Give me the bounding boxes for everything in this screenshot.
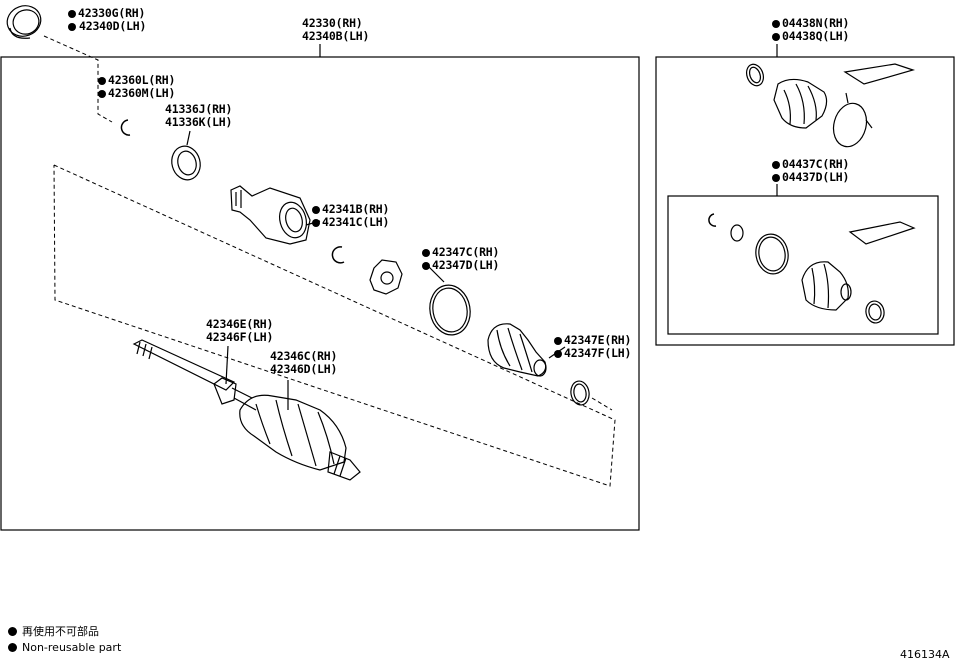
dust-deflector-lh-label: 41336K(LH) [165,115,233,129]
assembly-lh-label: 42340B(LH) [302,29,370,43]
inboard-kit-lh-label: 04437D(LH) [772,171,849,184]
small-clamp-lh-label: 42347F(LH) [554,347,631,360]
outboard-kit-frame [655,56,955,346]
inboard-snap-ring-rh-label: 42341B(RH) [312,203,389,216]
boot-clamp-lh-label: 42347D(LH) [422,259,499,272]
snap-ring-lh-label: 42360M(LH) [98,87,175,100]
outboard-boot-rh-label: 42346C(RH) [270,349,338,363]
boot-clamp-rh-label: 42347C(RH) [422,246,499,259]
assembly-frame [0,56,640,531]
shaft-lh-label: 42346F(LH) [206,330,274,344]
small-clamp-rh-label: 42347E(RH) [554,334,631,347]
outer-dust-seal-drawing [6,5,42,39]
tripod-drawing [369,259,403,295]
snap-ring-drawing [120,119,131,136]
dust-deflector-drawing [171,145,201,181]
outer-dust-seal-lh-label: 42340D(LH) [79,19,147,33]
legend-bullet-icon [8,643,17,652]
figure-id: 416134A [900,648,950,661]
legend-english-text: Non-reusable part [22,641,122,654]
legend-japanese: 再使用不可部品 [8,625,99,639]
legend-japanese-text: 再使用不可部品 [22,625,99,638]
small-clamp-drawing [570,380,590,406]
outer-dust-seal-rh-label: 42330G(RH) [68,7,145,20]
outer-dust-seal-lh-dot [68,20,78,33]
boot-clamp-drawing [429,284,471,336]
shaft-envelope-dashed [53,164,616,487]
shaft-leader [225,345,229,385]
inboard-kit-rh-label: 04437C(RH) [772,158,849,171]
small-clamp-leader [591,397,613,411]
dust-deflector-rh-label: 41336J(RH) [165,102,233,116]
outboard-boot-lh-label: 42346D(LH) [270,362,338,376]
snap-ring-rh-label: 42360L(RH) [98,74,175,87]
inboard-joint-drawing [230,185,311,245]
outboard-kit-drawing [745,63,916,148]
assembly-rh-label: 42330(RH) [302,16,363,30]
inboard-kit-drawing [708,213,916,324]
legend-bullet-icon [8,627,17,636]
shaft-rh-label: 42346E(RH) [206,317,274,331]
inboard-snap-ring-drawing [331,246,345,264]
inboard-boot-drawing [487,323,547,377]
inboard-snap-ring-lh-label: 42341C(LH) [312,216,389,229]
deflector-leader [186,130,191,146]
legend-english: Non-reusable part [8,641,121,655]
outboard-kit-rh-label: 04438N(RH) [772,17,849,30]
outboard-kit-lh-label: 04438Q(LH) [772,30,849,43]
inboard-kit-frame [667,195,939,335]
drive-shaft-drawing [132,339,361,481]
